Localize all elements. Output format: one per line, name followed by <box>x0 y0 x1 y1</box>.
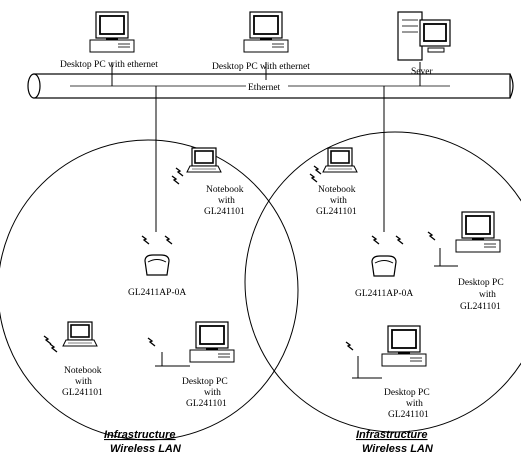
left-notebook-top-line2: with <box>218 196 235 206</box>
signal-bolt <box>395 235 404 245</box>
right-desktop-pc-bottom <box>381 325 427 367</box>
right-notebook-top <box>322 147 358 173</box>
right-desktop-pc-right <box>455 211 501 253</box>
left-notebook-bottom-line1: Notebook <box>64 366 102 376</box>
right-access-point <box>371 255 397 277</box>
signal-bolt <box>313 165 322 175</box>
right-desktop-bottom-line1: Desktop PC <box>384 388 430 398</box>
left-desktop-line3: GL241101 <box>186 399 227 409</box>
desktop-pc-1 <box>89 11 135 53</box>
left-cell-boundary <box>0 139 299 441</box>
left-ap-label: GL2411AP-0A <box>128 288 186 298</box>
left-notebook-top-line3: GL241101 <box>204 207 245 217</box>
signal-bolt <box>309 173 318 183</box>
left-caption-line2: Wireless LAN <box>110 443 182 455</box>
right-cell-boundary <box>244 131 521 433</box>
pc1-label: Desktop PC with ethernet <box>60 60 158 70</box>
signal-bolt <box>171 175 180 185</box>
right-desktop-right-line2: with <box>479 290 496 300</box>
right-notebook-top-line1: Notebook <box>318 185 356 195</box>
right-desktop-right-line3: GL241101 <box>460 302 501 312</box>
signal-bolt <box>175 167 184 177</box>
left-notebook-bottom-line3: GL241101 <box>62 388 103 398</box>
right-desktop-right-line1: Desktop PC <box>458 278 504 288</box>
left-notebook-top <box>186 147 222 173</box>
right-notebook-top-line2: with <box>330 196 347 206</box>
left-caption-line1: Infrastructure <box>104 429 176 441</box>
signal-bolt <box>164 235 173 245</box>
ethernet-label: Ethernet <box>248 83 281 93</box>
desktop-pc-2 <box>243 11 289 53</box>
signal-bolt <box>371 235 380 245</box>
signal-bolt <box>147 337 156 347</box>
left-access-point <box>144 254 170 276</box>
signal-bolt <box>345 341 354 351</box>
right-caption-line2: Wireless LAN <box>362 443 434 455</box>
right-ap-label: GL2411AP-0A <box>355 289 413 299</box>
right-notebook-top-line3: GL241101 <box>316 207 357 217</box>
server <box>397 11 451 61</box>
left-desktop-pc <box>189 321 235 363</box>
signal-bolt <box>141 235 150 245</box>
signal-bolt <box>49 343 58 353</box>
left-desktop-line2: with <box>204 388 221 398</box>
server-label: Sever <box>411 67 433 77</box>
right-desktop-bottom-line3: GL241101 <box>388 410 429 420</box>
left-desktop-line1: Desktop PC <box>182 377 228 387</box>
pc2-label: Desktop PC with ethernet <box>212 62 310 72</box>
left-notebook-bottom <box>62 321 98 347</box>
left-notebook-bottom-line2: with <box>75 377 92 387</box>
right-desktop-bottom-line2: with <box>406 399 423 409</box>
signal-bolt <box>427 231 436 241</box>
signal-bolt <box>43 335 52 345</box>
left-notebook-top-line1: Notebook <box>206 185 244 195</box>
right-caption-line1: Infrastructure <box>356 429 428 441</box>
